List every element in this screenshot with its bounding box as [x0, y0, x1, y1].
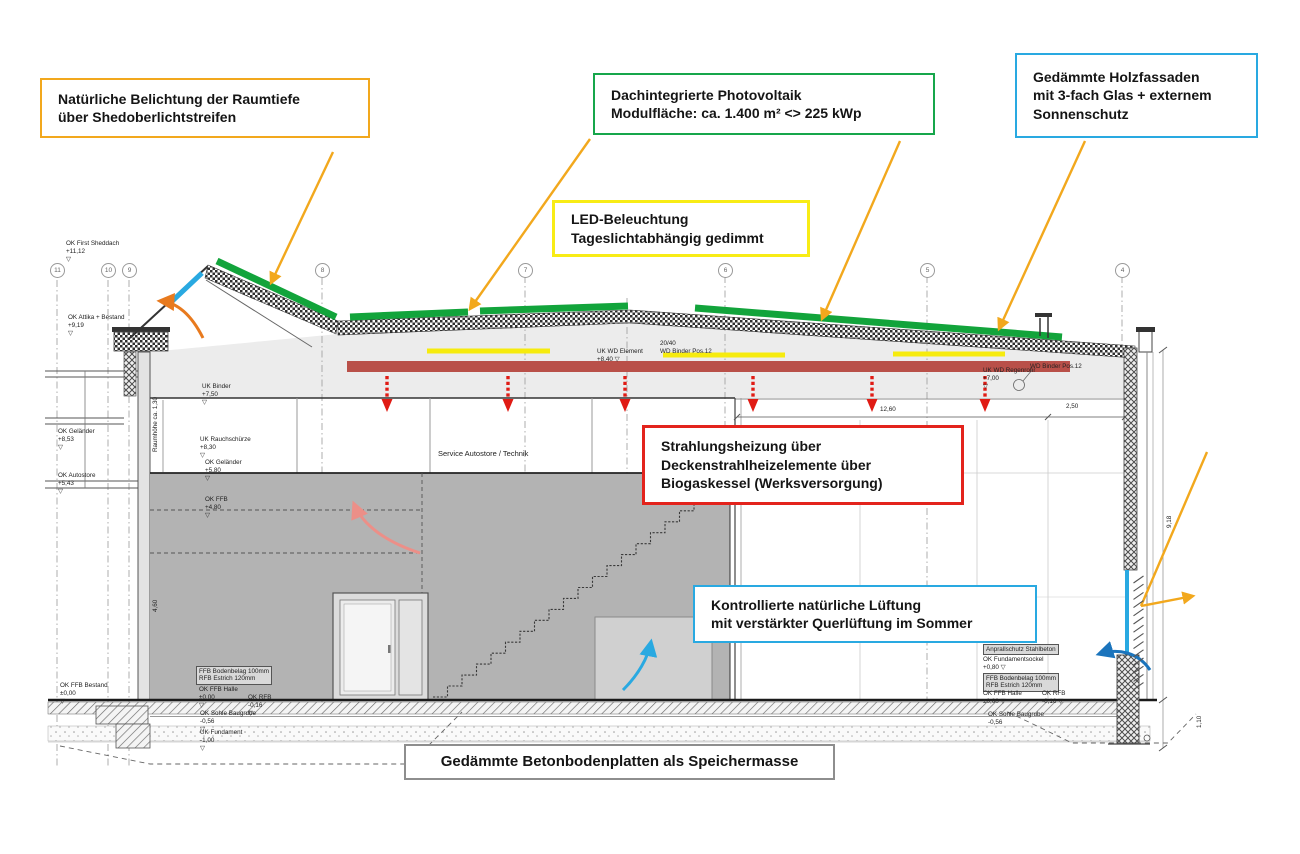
sunshade-lamella	[1133, 575, 1144, 584]
sunshade-lamella	[1133, 608, 1144, 617]
callout-wood-facade-text: Gedämmte Holzfassaden mit 3-fach Glas + …	[1033, 68, 1212, 122]
callout-radiant-heating: Strahlungsheizung über Deckenstrahlheize…	[642, 425, 964, 505]
leader-arrows	[269, 138, 1209, 608]
sunshade-lamella	[1133, 657, 1144, 666]
callout-natural-ventilation-text: Kontrollierte natürliche Lüftung mit ver…	[711, 596, 973, 631]
callout-photovoltaik: Dachintegrierte Photovoltaik Modulfläche…	[593, 73, 935, 135]
callout-floor-slab-text: Gedämmte Betonbodenplatten als Speicherm…	[440, 753, 799, 771]
callout-floor-slab: Gedämmte Betonbodenplatten als Speicherm…	[404, 744, 835, 780]
sunshade-lamella	[1133, 673, 1144, 682]
heating-arrow-head	[502, 399, 514, 412]
sunshade-lamella	[1133, 649, 1144, 658]
door	[332, 592, 429, 701]
existing-building-lines	[45, 370, 138, 489]
air-arrow-blue	[621, 638, 658, 692]
callout-radiant-heating-text: Strahlungsheizung über Deckenstrahlheize…	[661, 438, 883, 492]
heating-arrow-head	[381, 399, 393, 412]
sunshade-lamella	[1133, 665, 1144, 674]
led-strips	[427, 348, 1005, 358]
heating-band	[347, 361, 1070, 372]
machine-block	[594, 616, 713, 701]
left-wall	[137, 351, 151, 701]
roof-edge-details	[1035, 313, 1155, 353]
heating-arrow-head	[619, 399, 631, 412]
air-arrow-pink	[351, 500, 421, 555]
daylight-arrow	[156, 292, 205, 339]
sunshade-lamella	[1133, 641, 1144, 650]
autostore-block	[150, 472, 731, 701]
shed-roof	[112, 264, 339, 352]
foundations	[59, 654, 1197, 765]
binder-detail-circle	[1013, 379, 1025, 391]
callout-daylight-text: Natürliche Belichtung der Raumtiefe über…	[58, 90, 300, 125]
heating-arrow-head	[747, 399, 759, 412]
shed-glazing	[165, 271, 204, 308]
sunshade-lamella	[1133, 583, 1144, 592]
sunshade-lamella	[1133, 682, 1144, 691]
callout-natural-ventilation: Kontrollierte natürliche Lüftung mit ver…	[693, 585, 1037, 643]
sunshade-lamella	[1133, 632, 1144, 641]
callout-daylight: Natürliche Belichtung der Raumtiefe über…	[40, 78, 370, 138]
callout-led-lighting-text: LED-Beleuchtung Tageslichtabhängig gedim…	[571, 211, 764, 246]
sunshade-lamella	[1133, 624, 1144, 633]
heating-arrow-head	[979, 399, 991, 412]
callout-photovoltaik-text: Dachintegrierte Photovoltaik Modulfläche…	[611, 86, 862, 121]
pv-strips	[215, 257, 1063, 341]
sunshade-lamella	[1133, 591, 1144, 600]
callout-wood-facade: Gedämmte Holzfassaden mit 3-fach Glas + …	[1015, 53, 1258, 138]
heating-arrow-head	[866, 399, 878, 412]
air-arrow-dark-blue	[1095, 641, 1152, 671]
sunshade-lamella	[1133, 616, 1144, 625]
callout-led-lighting: LED-Beleuchtung Tageslichtabhängig gedim…	[552, 200, 810, 257]
sunshade-lamella	[1133, 600, 1144, 609]
floor-slab	[47, 698, 1157, 743]
